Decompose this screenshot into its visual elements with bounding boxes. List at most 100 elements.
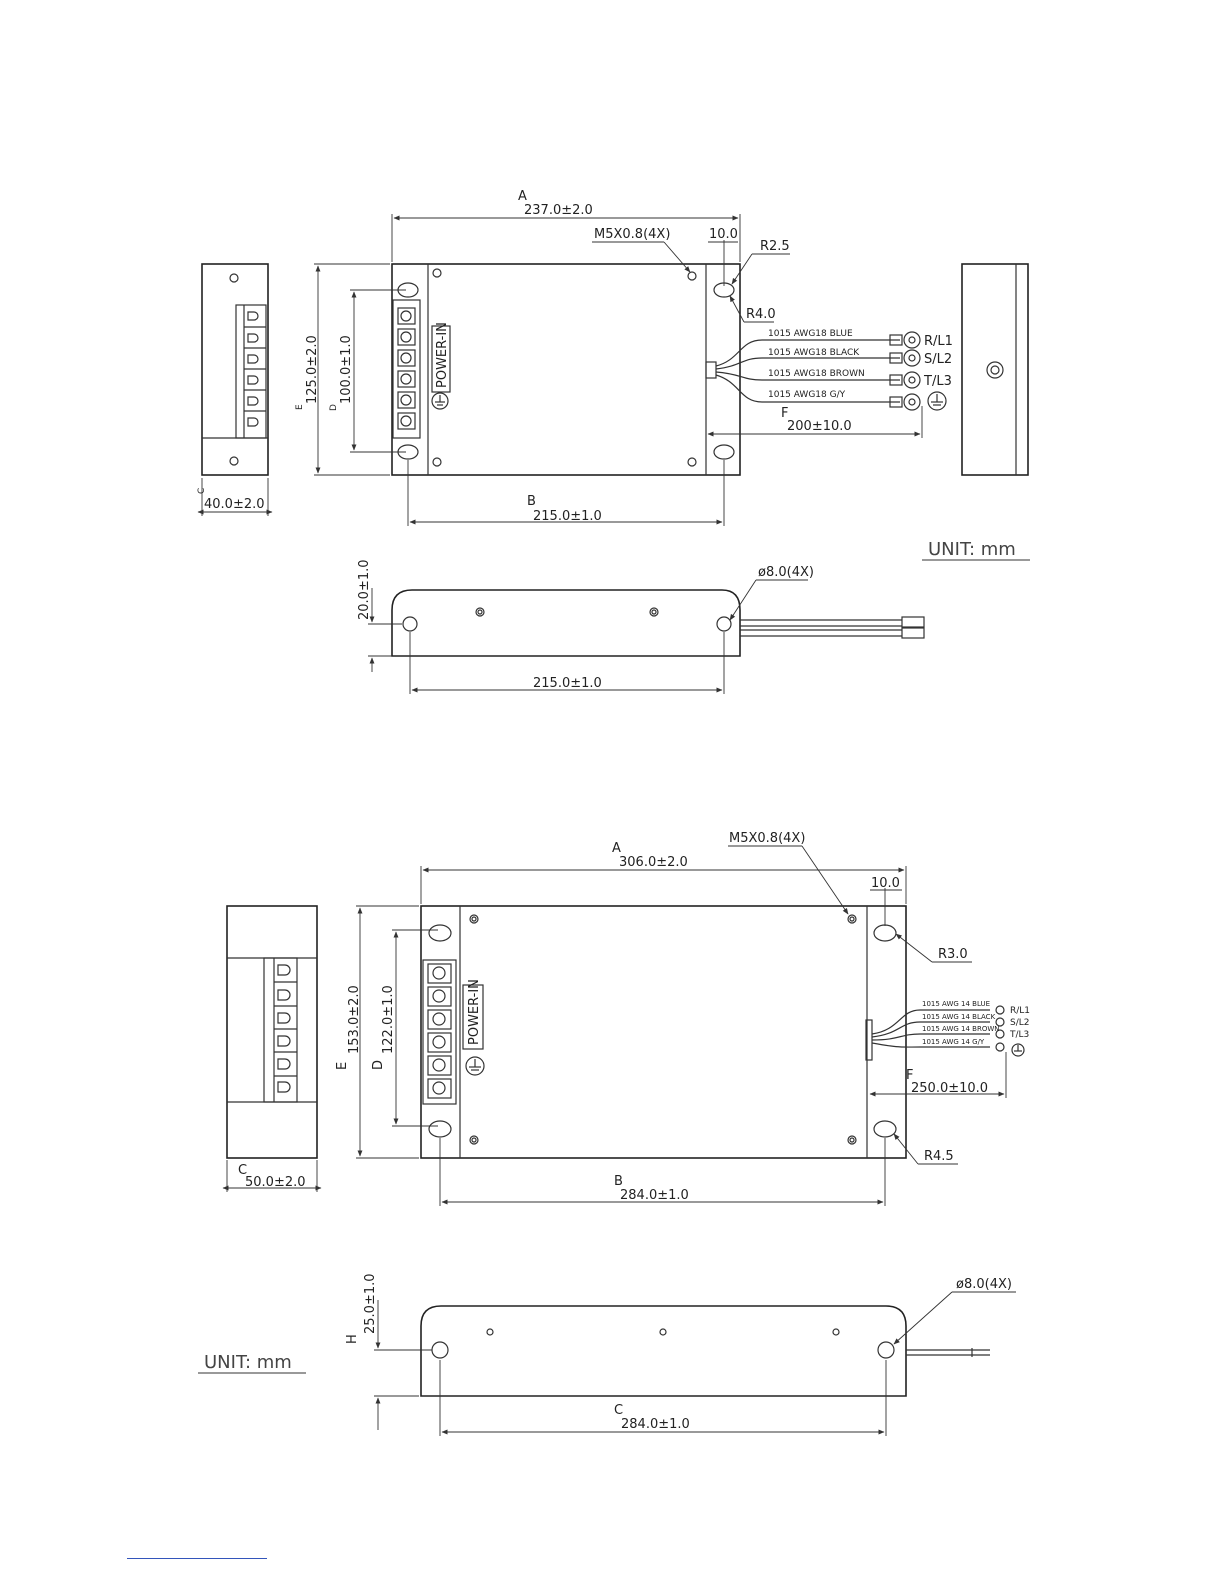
d1-F-value: 200±10.0: [787, 419, 852, 434]
d1-E-letter: E: [295, 404, 305, 410]
d1-r-top: R2.5: [760, 239, 790, 254]
d1-term-1: R/L1: [924, 334, 953, 349]
d1-terminal-block: [392, 299, 421, 439]
d2-H-value: 25.0±1.0: [363, 1273, 378, 1334]
d2-dim-10: 10.0: [870, 876, 902, 926]
d1-wire-1-label: 1015 AWG18 BLUE: [768, 329, 853, 339]
d1-dim-D: D 100.0±1.0: [329, 289, 406, 453]
d2-ground-symbol-icon: [465, 1056, 485, 1076]
d2-dim-D: D 122.0±1.0: [371, 929, 438, 1127]
d1-dim-C: C 40.0±2.0: [197, 478, 273, 516]
d2-thread-callout: M5X0.8(4X): [728, 831, 849, 915]
d1-dim-B: B 215.0±1.0: [407, 460, 725, 526]
d1-wire-4-label: 1015 AWG18 G/Y: [768, 390, 846, 400]
d1-main-top-view: POWER-IN: [391, 263, 741, 476]
d2-C-value: 50.0±2.0: [245, 1175, 306, 1190]
d1-F-letter: F: [781, 406, 788, 421]
d1-E-value: 125.0±2.0: [305, 335, 320, 404]
d2-radius-callouts: R3.0 R4.5: [893, 933, 972, 1165]
d1-unit-note: UNIT: mm: [922, 539, 1030, 561]
d2-dim-A: A 306.0±2.0: [420, 841, 907, 904]
d1-r-mid: R4.0: [746, 307, 776, 322]
d2-D-letter: D: [371, 1060, 386, 1070]
drawing-2: C 50.0±2.0: [198, 831, 1030, 1436]
d2-terminal-block: [422, 959, 457, 1105]
d1-ground-symbol-icon: [431, 392, 449, 410]
d2-ten-label: 10.0: [871, 876, 900, 891]
d2-bottom-value: 284.0±1.0: [621, 1417, 690, 1432]
d1-ten-label: 10.0: [709, 227, 738, 242]
d1-dim-E: E 125.0±2.0: [295, 263, 390, 476]
d1-dim-H: 20.0±1.0: [357, 559, 402, 672]
d2-dim-C: C 50.0±2.0: [222, 1160, 322, 1192]
d2-F-letter: F: [906, 1068, 913, 1083]
drawing-1: C 40.0±2.0: [197, 189, 1030, 694]
d2-B-value: 284.0±1.0: [620, 1188, 689, 1203]
d2-term-2: S/L2: [1010, 1018, 1030, 1028]
d1-hole-label: ø8.0(4X): [758, 565, 814, 580]
d1-term-3: T/L3: [923, 374, 952, 389]
d2-thread-label: M5X0.8(4X): [729, 831, 805, 846]
d2-r-top: R3.0: [938, 947, 968, 962]
d2-F-value: 250.0±10.0: [911, 1081, 988, 1096]
d2-wire-3-label: 1015 AWG 14 BROWN: [922, 1025, 999, 1033]
d2-A-value: 306.0±2.0: [619, 855, 688, 870]
d2-r-bot: R4.5: [924, 1149, 954, 1164]
d2-wire-ground-icon: [1011, 1043, 1025, 1057]
d1-C-letter: C: [197, 488, 207, 494]
d1-H-value: 20.0±1.0: [357, 559, 372, 620]
d2-power-label: POWER-IN: [467, 979, 482, 1045]
d2-unit-note: UNIT: mm: [198, 1352, 306, 1374]
d1-hole-callout: ø8.0(4X): [729, 565, 814, 621]
d2-dim-E: E 153.0±2.0: [335, 905, 419, 1159]
d2-hole-callout: ø8.0(4X): [893, 1277, 1016, 1345]
d1-dim-A: A 237.0±2.0: [391, 189, 741, 262]
d2-bottom-view: [420, 1305, 990, 1397]
d2-wire-4-label: 1015 AWG 14 G/Y: [922, 1038, 985, 1046]
d1-term-2: S/L2: [924, 352, 952, 367]
d1-bottom-view: [391, 589, 925, 657]
d1-thread-label: M5X0.8(4X): [594, 227, 670, 242]
d2-bottom-letter: C: [614, 1403, 623, 1418]
d2-C-letter: C: [238, 1163, 247, 1178]
d2-E-value: 153.0±2.0: [347, 985, 362, 1054]
d1-bottom-value: 215.0±1.0: [533, 676, 602, 691]
d1-B-letter: B: [527, 494, 536, 509]
d2-dim-bottom: C 284.0±1.0: [439, 1360, 887, 1436]
d2-B-letter: B: [614, 1174, 623, 1189]
d1-A-value: 237.0±2.0: [524, 203, 593, 218]
d1-thread-callout: M5X0.8(4X): [592, 227, 691, 273]
d1-power-label: POWER-IN: [435, 322, 450, 388]
d1-dim-10: 10.0: [708, 227, 738, 286]
d2-wire-1-label: 1015 AWG 14 BLUE: [922, 1000, 990, 1008]
d1-radius-callouts: R2.5 R4.0: [729, 239, 790, 323]
d2-A-letter: A: [612, 841, 621, 856]
d1-A-letter: A: [518, 189, 527, 204]
d1-wire-3-label: 1015 AWG18 BROWN: [768, 369, 865, 379]
d1-dim-F: F 200±10.0: [707, 406, 923, 438]
d1-side-terminals: [244, 311, 266, 427]
d1-wire-2-label: 1015 AWG18 BLACK: [768, 348, 860, 358]
d1-right-end-view: [961, 263, 1029, 476]
d1-wire-ground-icon: [927, 391, 947, 411]
d1-unit-label: UNIT: mm: [928, 539, 1016, 560]
d2-left-side-view: [226, 905, 318, 1159]
d1-dim-bottom: 215.0±1.0: [409, 632, 725, 694]
d1-D-value: 100.0±1.0: [339, 335, 354, 404]
d1-D-letter: D: [329, 404, 339, 411]
d1-wires: 1015 AWG18 BLUE 1015 AWG18 BLACK 1015 AW…: [705, 329, 953, 411]
d2-dim-H: H 25.0±1.0: [345, 1273, 432, 1430]
d2-main-top-view: POWER-IN: [420, 905, 907, 1159]
d2-term-3: T/L3: [1009, 1030, 1029, 1040]
d2-hole-label: ø8.0(4X): [956, 1277, 1012, 1292]
d1-left-side-view: [201, 263, 269, 476]
d2-dim-B: B 284.0±1.0: [439, 1138, 886, 1206]
d2-wires: 1015 AWG 14 BLUE 1015 AWG 14 BLACK 1015 …: [865, 1000, 1030, 1061]
d2-H-letter: H: [345, 1334, 360, 1344]
d2-E-letter: E: [335, 1062, 350, 1070]
d1-C-value: 40.0±2.0: [204, 497, 265, 512]
d1-B-value: 215.0±1.0: [533, 509, 602, 524]
d2-wire-2-label: 1015 AWG 14 BLACK: [922, 1013, 996, 1021]
footer-link-underline: [127, 1558, 267, 1559]
